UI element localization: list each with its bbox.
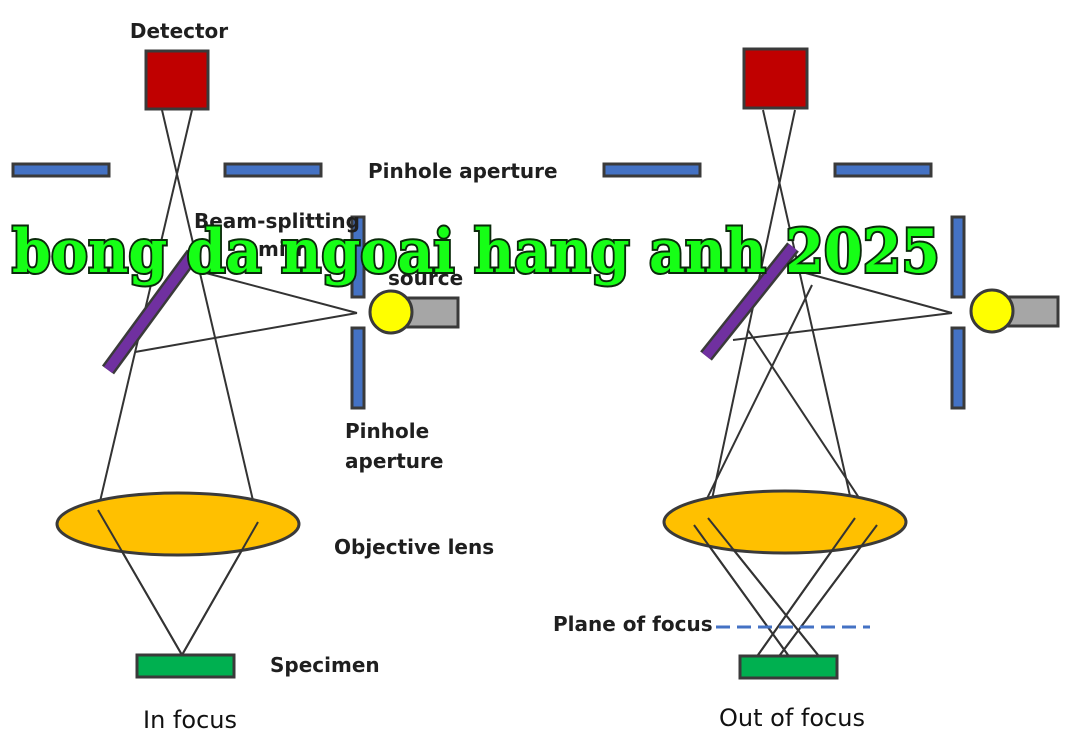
detector-label: Detector bbox=[130, 19, 228, 43]
ray-below-lens-l bbox=[97, 509, 183, 656]
ray-below-lens-r bbox=[181, 521, 259, 656]
caption-out-of-focus: Out of focus bbox=[719, 704, 865, 732]
pinhole-aperture-side-left-b bbox=[350, 326, 366, 410]
lamp-right bbox=[969, 288, 1015, 334]
pinhole-aperture-side-label-2: aperture bbox=[345, 449, 443, 473]
specimen-right bbox=[738, 654, 839, 680]
mirror-fill-left bbox=[103, 251, 198, 373]
pinhole-aperture-top-right-a bbox=[602, 162, 702, 178]
pinhole-aperture-top-left-a bbox=[11, 162, 111, 178]
light-source-label: source bbox=[388, 266, 463, 290]
pinhole-aperture-top-left-b bbox=[223, 162, 323, 178]
pinhole-aperture-side-right-a bbox=[950, 215, 966, 299]
pinhole-aperture-top-label: Pinhole aperture bbox=[368, 159, 558, 183]
pinhole-aperture-side-label-1: Pinhole bbox=[345, 419, 429, 443]
pinhole-aperture-side-left-a bbox=[350, 215, 366, 299]
plane-of-focus-label: Plane of focus bbox=[553, 612, 713, 636]
lamp-left bbox=[368, 289, 414, 335]
pinhole-aperture-top-right-b bbox=[833, 162, 933, 178]
specimen-label: Specimen bbox=[270, 653, 380, 677]
objective-lens-left bbox=[55, 491, 301, 557]
light-rays-left bbox=[97, 109, 358, 656]
specimen-left bbox=[135, 653, 236, 679]
panel-out-of-focus bbox=[602, 47, 1060, 680]
mirror-fill-right bbox=[702, 243, 797, 360]
beam-splitter-label-2: mirr bbox=[258, 237, 306, 261]
detector-left bbox=[144, 49, 210, 111]
caption-in-focus: In focus bbox=[143, 706, 237, 734]
objective-lens-label: Objective lens bbox=[334, 535, 494, 559]
beam-splitter-label: Beam-splitting bbox=[194, 209, 360, 233]
panel-in-focus bbox=[11, 49, 460, 679]
light-rays-right bbox=[693, 109, 953, 656]
detector-right bbox=[742, 47, 809, 110]
objective-lens-right bbox=[662, 489, 908, 555]
pinhole-aperture-side-right-b bbox=[950, 326, 966, 410]
watermark-text: bong da ngoai hang anh 2025 bbox=[12, 217, 940, 287]
rays-below-lens-right bbox=[693, 517, 878, 656]
